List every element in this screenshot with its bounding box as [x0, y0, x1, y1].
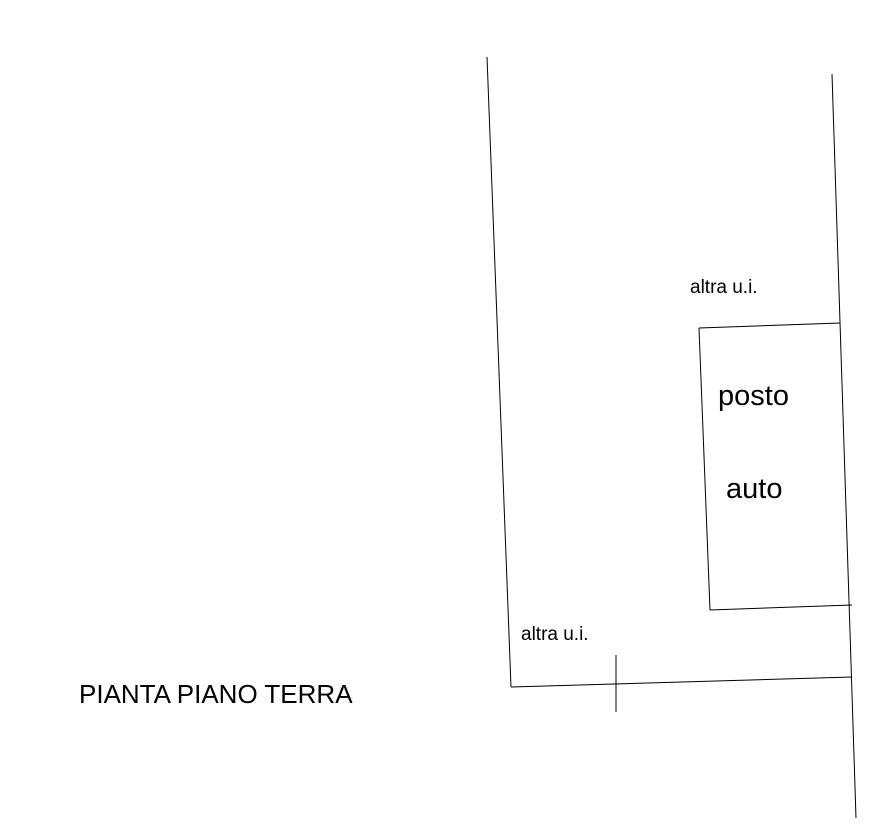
plan-title: PIANTA PIANO TERRA [79, 679, 353, 709]
parking-space-left-edge [698, 327, 711, 611]
parking-space-top-edge [698, 322, 841, 329]
label-parking-line-1: posto [718, 380, 789, 412]
parking-space [698, 322, 853, 611]
left-boundary-wall [486, 56, 512, 688]
right-boundary-wall [831, 73, 857, 819]
parking-space-bottom-edge [709, 604, 853, 611]
label-parking-line-2: auto [726, 473, 782, 505]
plan-lines [486, 56, 857, 819]
label-other-unit-bottom: altra u.i. [521, 624, 589, 645]
bottom-boundary-wall [510, 676, 853, 688]
label-other-unit-top: altra u.i. [690, 277, 758, 298]
